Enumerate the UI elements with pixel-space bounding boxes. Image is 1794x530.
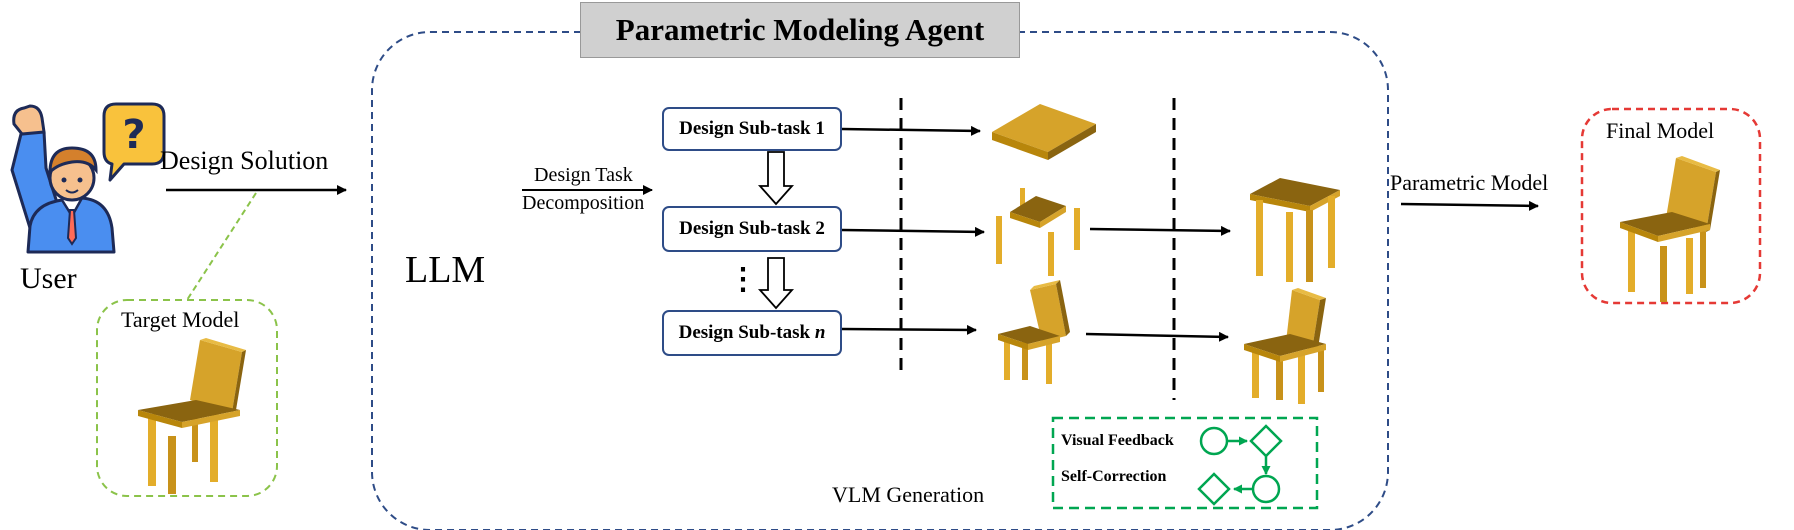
stool-assembled xyxy=(1250,178,1340,282)
svg-text:?: ? xyxy=(122,112,145,158)
seat-with-legs-exploded xyxy=(996,188,1080,276)
subtask-n-suffix: n xyxy=(814,322,826,343)
subtask-1-label: Design Sub-task 1 xyxy=(679,118,825,139)
subtask-ellipsis: ⋮ xyxy=(728,263,758,296)
target-model-box xyxy=(96,299,278,497)
final-chair xyxy=(1620,156,1720,302)
parametric-model-label: Parametric Model xyxy=(1390,170,1549,195)
parametric-model-arrow xyxy=(1400,200,1539,211)
design-solution-label: Design Solution xyxy=(160,146,329,175)
subtask1-arrow xyxy=(841,125,981,136)
legend-circle-top xyxy=(1199,426,1229,456)
final-model-box xyxy=(1580,107,1762,305)
merge-arrow-2 xyxy=(1089,225,1231,236)
subtask-n-prefix: Design Sub-task xyxy=(678,322,815,343)
agent-title: Parametric Modeling Agent xyxy=(580,2,1020,58)
legend-circle-bottom xyxy=(1251,474,1281,504)
subtask-n-label: Design Sub-task n xyxy=(679,322,826,344)
subtask-2-box: Design Sub-task 2 xyxy=(662,206,842,252)
target-chair xyxy=(138,338,246,494)
final-model-label: Final Model xyxy=(1606,118,1715,143)
subtaskn-arrow xyxy=(841,324,977,335)
user-label: User xyxy=(20,262,77,295)
vlm-generation-label: VLM Generation xyxy=(832,482,985,507)
target-connector xyxy=(186,192,257,301)
hollow-arrow-2 xyxy=(757,257,795,310)
merge-arrow-n xyxy=(1085,331,1229,342)
subtask-1-box: Design Sub-task 1 xyxy=(662,107,842,151)
subtask-2-label: Design Sub-task 2 xyxy=(679,218,825,239)
decomposition-label-line2: Decomposition xyxy=(522,192,645,214)
chair-partial xyxy=(998,280,1070,384)
subtask2-arrow xyxy=(841,226,985,237)
chair-assembled xyxy=(1244,288,1326,404)
subtask-n-box: Design Sub-task n xyxy=(662,310,842,356)
target-model-label: Target Model xyxy=(121,307,240,332)
hollow-arrow-1 xyxy=(757,151,795,206)
legend-diamond-bottom xyxy=(1197,472,1231,506)
decomposition-label-line1: Design Task xyxy=(534,164,633,186)
seat-plate xyxy=(992,104,1096,160)
legend-self-correction: Self-Correction xyxy=(1061,468,1167,485)
legend-visual-feedback: Visual Feedback xyxy=(1061,432,1174,449)
llm-label: LLM xyxy=(405,249,486,291)
user-icon: ? xyxy=(10,102,166,254)
